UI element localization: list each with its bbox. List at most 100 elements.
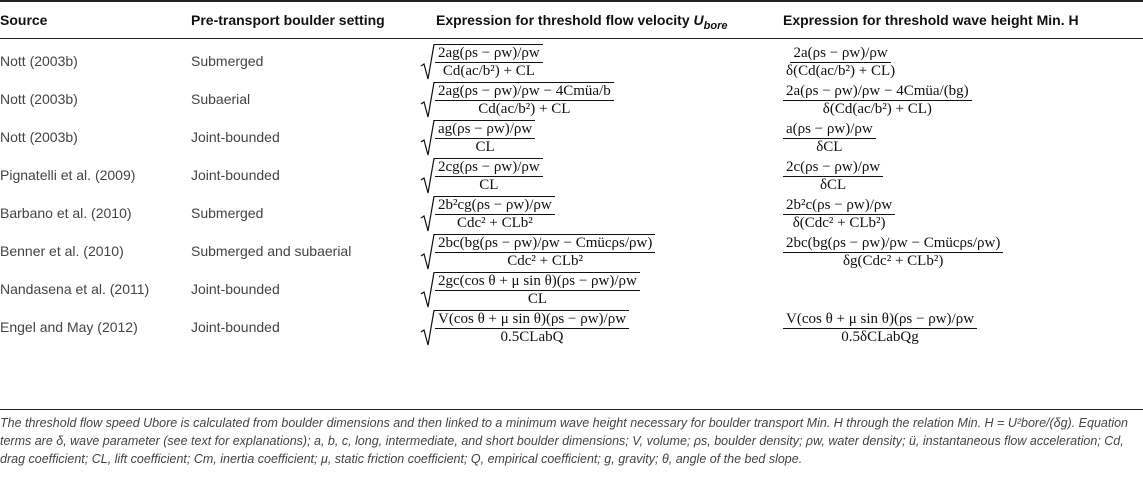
row-setting: Joint-bounded [191,281,280,297]
header-setting: Pre-transport boulder setting [191,12,385,28]
fraction-denominator: CL [479,177,499,193]
table-top-rule [0,0,1143,2]
fraction-numerator: a(ρs − ρw)/ρw [783,121,876,139]
table-bottom-rule [0,409,1143,410]
fraction-numerator: 2c(ρs − ρw)/ρw [783,159,884,177]
row-source: Nott (2003b) [0,91,78,107]
radical-sign [420,82,435,118]
row-source: Nott (2003b) [0,129,78,145]
height-fraction: 2bc(bg(ρs − ρw)/ρw − Cmücρs/ρw)δg(Cdc² +… [783,235,1004,270]
radical-sign [420,158,435,194]
radical-sign [420,44,435,80]
row-source: Barbano et al. (2010) [0,205,132,221]
fraction-numerator: 2ag(ρs − ρw)/ρw [435,45,543,63]
row-source: Pignatelli et al. (2009) [0,167,136,183]
fraction-denominator: δ(Cd(ac/b²) + CL) [822,101,932,117]
row-setting: Submerged [191,53,264,69]
fraction-denominator: δg(Cdc² + CLb²) [842,253,944,269]
header-height: Expression for threshold wave height Min… [783,12,1079,28]
radical-sign [420,234,435,270]
height-fraction: 2a(ρs − ρw)/ρw − 4Cmüa/(bg)δ(Cd(ac/b²) +… [783,83,972,118]
fraction-numerator: 2a(ρs − ρw)/ρw [790,45,891,63]
row-setting: Joint-bounded [191,319,280,335]
row-source: Nott (2003b) [0,53,78,69]
row-source: Engel and May (2012) [0,319,138,335]
header-velocity-text: Expression for threshold flow velocity [436,12,694,28]
row-setting: Subaerial [191,91,251,107]
fraction-denominator: CL [527,291,548,307]
header-velocity: Expression for threshold flow velocity U… [436,12,727,32]
header-velocity-var: Ubore [693,12,728,32]
fraction-denominator: 0.5CLabQ [500,329,564,345]
fraction-numerator: 2b²cg(ρs − ρw)/ρw [435,197,555,215]
row-setting: Joint-bounded [191,129,280,145]
header-source: Source [0,12,48,28]
radical-sign [420,196,435,232]
velocity-expression: 2bc(bg(ρs − ρw)/ρw − Cmücρs/ρw)Cdc² + CL… [420,234,656,270]
fraction-denominator: Cdc² + CLb² [456,215,533,231]
velocity-fraction: 2bc(bg(ρs − ρw)/ρw − Cmücρs/ρw)Cdc² + CL… [435,235,656,270]
fraction-denominator: δCL [816,139,843,155]
fraction-numerator: 2bc(bg(ρs − ρw)/ρw − Cmücρs/ρw) [435,235,656,253]
radical-sign [420,310,435,346]
row-source: Nandasena et al. (2011) [0,281,150,297]
row-setting: Joint-bounded [191,167,280,183]
row-setting: Submerged and subaerial [191,243,352,259]
table-header-rule [0,38,1143,39]
fraction-numerator: 2bc(bg(ρs − ρw)/ρw − Cmücρs/ρw) [783,235,1004,253]
fraction-numerator: 2a(ρs − ρw)/ρw − 4Cmüa/(bg) [783,83,972,101]
fraction-numerator: ag(ρs − ρw)/ρw [435,121,536,139]
square-root: 2bc(bg(ρs − ρw)/ρw − Cmücρs/ρw)Cdc² + CL… [420,234,656,270]
fraction-denominator: Cd(ac/b²) + CL [478,101,571,117]
fraction-numerator: V(cos θ + μ sin θ)(ρs − ρw)/ρw [783,311,978,329]
height-expression: 2bc(bg(ρs − ρw)/ρw − Cmücρs/ρw)δg(Cdc² +… [783,235,1004,270]
fraction-denominator: CL [475,139,495,155]
fraction-denominator: δ(Cdc² + CLb²) [792,215,886,231]
fraction-numerator: 2b²c(ρs − ρw)/ρw [783,197,896,215]
fraction-denominator: Cd(ac/b²) + CL [442,63,535,79]
fraction-denominator: Cdc² + CLb² [507,253,584,269]
fraction-numerator: 2ag(ρs − ρw)/ρw − 4Cmüa/b [435,83,614,101]
row-setting: Submerged [191,205,264,221]
radical-sign [420,272,435,308]
fraction-denominator: δ(Cd(ac/b²) + CL) [786,63,896,79]
fraction-numerator: V(cos θ + μ sin θ)(ρs − ρw)/ρw [435,311,630,329]
row-source: Benner et al. (2010) [0,243,124,259]
fraction-numerator: 2gc(cos θ + μ sin θ)(ρs − ρw)/ρw [435,273,640,291]
table-footnote: The threshold flow speed Ubore is calcul… [0,416,1129,466]
fraction-denominator: δCL [819,177,847,193]
height-expression: 2a(ρs − ρw)/ρw − 4Cmüa/(bg)δ(Cd(ac/b²) +… [783,83,972,118]
fraction-denominator: 0.5δCLabQg [841,329,919,345]
radical-sign [420,120,435,156]
